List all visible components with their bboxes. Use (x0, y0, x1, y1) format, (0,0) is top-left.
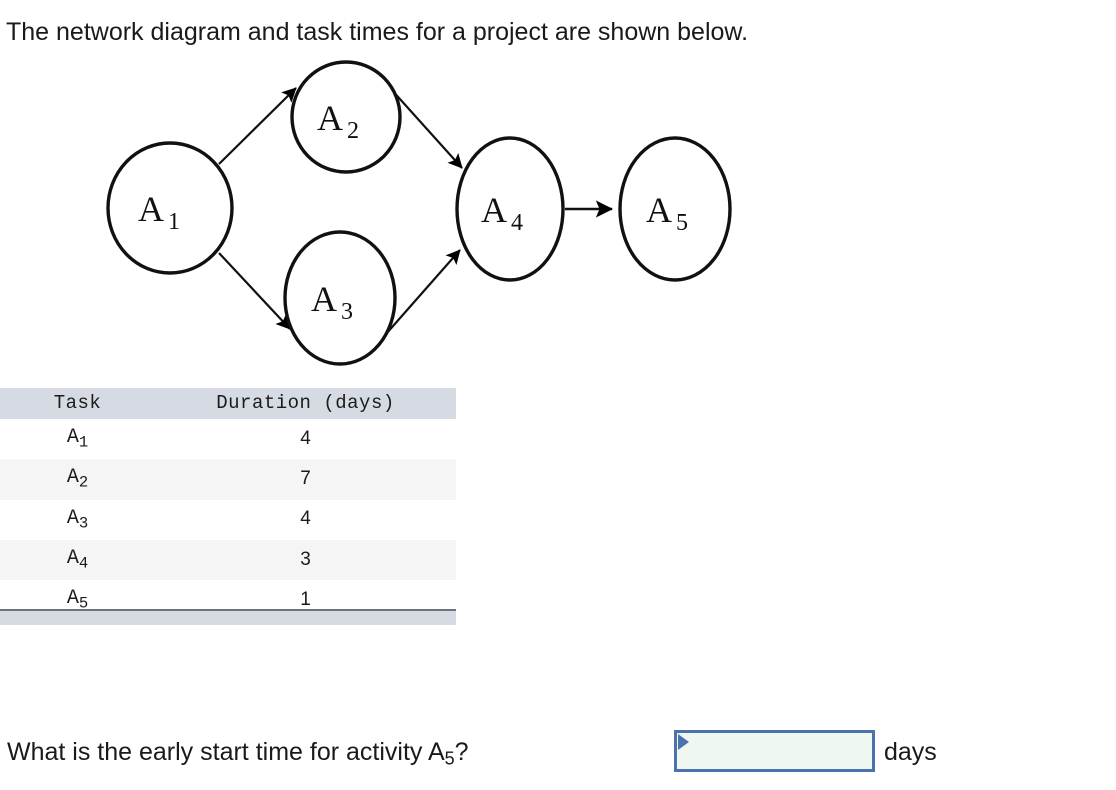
answer-input[interactable] (674, 730, 875, 772)
task-duration-table: Task Duration (days) A1 4 A2 7 A3 4 A4 3… (0, 388, 456, 621)
table-row: A3 4 (0, 499, 456, 541)
node-a2: A 2 (290, 60, 402, 174)
question-prompt: What is the early start time for activit… (7, 736, 469, 775)
column-header-task: Task (0, 388, 155, 419)
cell-task: A1 (0, 419, 155, 459)
cell-task: A4 (0, 540, 155, 580)
table-footer-bar (0, 609, 456, 625)
table-header-row: Task Duration (days) (0, 388, 456, 419)
task-base: A (66, 466, 79, 490)
node-a5-subscript: 5 (676, 210, 688, 236)
node-a2-subscript: 2 (347, 118, 359, 144)
task-base: A (66, 587, 79, 611)
question-prefix: What is the early start time for activit… (7, 738, 445, 766)
cell-task: A2 (0, 459, 155, 499)
cell-task: A5 (0, 580, 155, 620)
unit-label: days (884, 738, 937, 766)
question-subscript: 5 (444, 748, 455, 769)
cell-duration: 1 (300, 589, 311, 611)
question-suffix: ? (454, 738, 469, 766)
edge-a1-a3 (218, 252, 291, 330)
edge-a1-a2 (218, 87, 297, 165)
network-diagram: A 1 A 2 A 3 A 4 A 5 (0, 46, 780, 386)
edge-a2-a4 (389, 87, 463, 169)
node-a2-label: A (317, 98, 343, 138)
node-a3-subscript: 3 (341, 299, 353, 325)
cell-duration: 3 (300, 548, 311, 570)
task-base: A (66, 426, 79, 449)
task-base: A (66, 547, 79, 571)
diagram-edges (218, 87, 614, 335)
node-a1: A 1 (106, 141, 234, 275)
cell-duration: 4 (300, 427, 311, 449)
task-subscript: 2 (78, 473, 89, 492)
table-row: A1 4 (0, 419, 456, 460)
table-row: A4 3 (0, 540, 456, 581)
node-a3-label: A (311, 279, 337, 319)
cell-duration: 4 (300, 508, 311, 530)
node-a1-label: A (138, 189, 164, 229)
task-subscript: 3 (78, 514, 89, 533)
task-subscript: 5 (78, 594, 89, 613)
column-header-duration: Duration (days) (155, 388, 456, 419)
cell-task: A3 (0, 500, 155, 540)
task-subscript: 4 (78, 554, 89, 573)
node-a4: A 4 (455, 136, 565, 282)
node-a5-label: A (646, 190, 672, 230)
cell-duration: 7 (300, 468, 311, 490)
edge-a3-a4 (385, 249, 461, 335)
node-a4-label: A (481, 190, 507, 230)
node-a5: A 5 (618, 136, 732, 282)
diagram-nodes: A 1 A 2 A 3 A 4 A 5 (106, 60, 732, 366)
task-base: A (66, 506, 79, 530)
question-row: What is the early start time for activit… (0, 718, 1116, 790)
table-row: A2 7 (0, 459, 456, 500)
node-a4-subscript: 4 (511, 210, 523, 236)
node-a3: A 3 (283, 230, 397, 366)
node-a1-subscript: 1 (168, 209, 180, 235)
page-title: The network diagram and task times for a… (6, 18, 749, 46)
task-subscript: 1 (78, 433, 89, 452)
